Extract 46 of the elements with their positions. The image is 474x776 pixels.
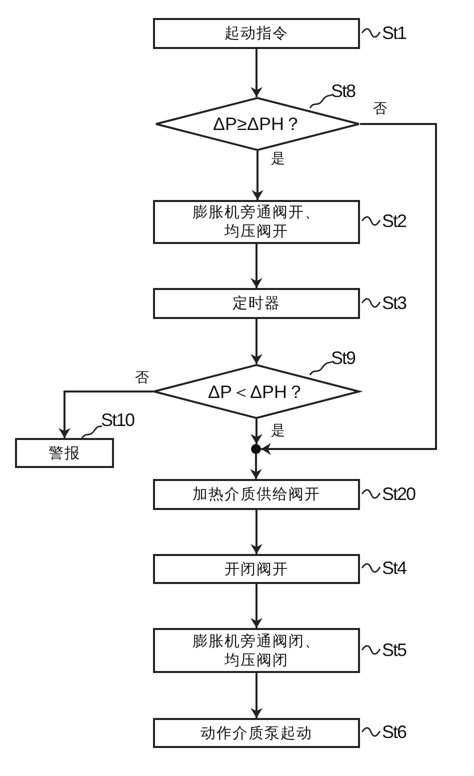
step-number: St1 bbox=[382, 22, 406, 44]
step-text: 动作介质泵起动 bbox=[200, 724, 312, 742]
junction-dot bbox=[251, 444, 261, 454]
flow-arrow bbox=[250, 419, 262, 444]
step-text: 开闭阀开 bbox=[224, 560, 288, 578]
edge-label: 否 bbox=[134, 370, 150, 386]
step-number: St4 bbox=[382, 558, 406, 579]
process-box bbox=[153, 200, 360, 244]
process-box bbox=[153, 18, 360, 49]
step-text: 警报 bbox=[48, 444, 80, 462]
step-number: St2 bbox=[382, 211, 406, 232]
decision-diamond bbox=[155, 97, 360, 151]
flow-arrow bbox=[250, 673, 262, 718]
edge-label: 是 bbox=[270, 151, 286, 167]
condition-text: ΔP≥ΔPH？ bbox=[213, 113, 302, 136]
edge-label: 是 bbox=[270, 423, 286, 439]
step-text: 加热介质供给阀开 bbox=[192, 485, 320, 504]
step-number: St20 bbox=[382, 484, 416, 504]
step-number: St10 bbox=[101, 410, 134, 431]
step-text: 起动指令 bbox=[224, 24, 288, 43]
flow-arrow bbox=[250, 510, 262, 554]
flow-arrow bbox=[250, 319, 262, 364]
process-box bbox=[15, 438, 114, 468]
step-text: 定时器 bbox=[232, 294, 280, 313]
process-box bbox=[153, 718, 360, 748]
flow-arrow bbox=[250, 454, 262, 479]
flow-arrow bbox=[261, 123, 437, 455]
flow-arrow bbox=[250, 49, 262, 97]
step-number: St9 bbox=[331, 348, 356, 369]
edge-label: 否 bbox=[372, 101, 388, 117]
step-text: 膨胀机旁通阀开、均压阀开 bbox=[192, 203, 322, 241]
flow-arrow bbox=[252, 151, 264, 200]
process-box bbox=[153, 288, 360, 319]
decision-diamond bbox=[153, 364, 360, 419]
step-number: St5 bbox=[382, 640, 406, 660]
step-number: St3 bbox=[382, 292, 406, 314]
process-box bbox=[153, 554, 360, 584]
flow-arrow bbox=[250, 584, 262, 628]
step-number: St8 bbox=[331, 81, 356, 102]
flow-arrow bbox=[58, 390, 153, 438]
step-number: St6 bbox=[382, 722, 406, 743]
condition-text: ΔP＜ΔPH？ bbox=[208, 380, 306, 404]
process-box bbox=[153, 479, 360, 510]
step-text: 膨胀机旁通阀闭、均压阀闭 bbox=[192, 632, 322, 670]
flow-arrow bbox=[250, 244, 262, 288]
process-box bbox=[153, 628, 360, 673]
